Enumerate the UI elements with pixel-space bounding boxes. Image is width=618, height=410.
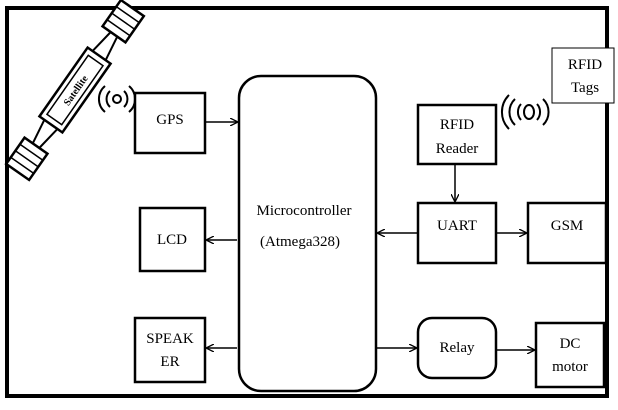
microcontroller-block: Microcontroller (Atmega328) — [239, 76, 376, 391]
rfid-tags-block: RFID Tags — [552, 48, 614, 103]
speaker-label-line2: ER — [160, 354, 179, 370]
uart-block: UART — [418, 203, 496, 263]
microcontroller-label-line1: Microcontroller — [257, 203, 352, 219]
gps-label: GPS — [156, 112, 184, 128]
microcontroller-label-line2: (Atmega328) — [260, 234, 340, 250]
lcd-block: LCD — [140, 208, 205, 271]
gsm-label: GSM — [551, 218, 584, 234]
rfid-reader-label-line2: Reader — [436, 141, 478, 157]
rfid-signal-icon — [502, 95, 549, 129]
rfid-tags-label-line2: Tags — [571, 80, 599, 96]
rfid-tags-label-line1: RFID — [568, 57, 602, 73]
gps-signal-icon — [99, 86, 135, 112]
rfid-reader-block: RFID Reader — [418, 105, 496, 164]
rfid-reader-label-line1: RFID — [440, 117, 474, 133]
relay-label: Relay — [440, 340, 475, 356]
satellite-icon: Satellite — [6, 0, 144, 180]
relay-block: Relay — [418, 318, 496, 378]
dc-motor-block: DC motor — [536, 323, 604, 387]
dc-motor-label-line1: DC — [560, 336, 581, 352]
uart-label: UART — [437, 218, 477, 234]
dc-motor-label-line2: motor — [552, 359, 588, 375]
gsm-block: GSM — [528, 203, 606, 263]
speaker-label-line1: SPEAK — [146, 331, 194, 347]
lcd-label: LCD — [157, 232, 187, 248]
gps-block: GPS — [135, 93, 205, 153]
solar-panel-icon — [103, 0, 144, 42]
speaker-block: SPEAK ER — [135, 318, 205, 382]
solar-panel-icon — [6, 138, 47, 180]
